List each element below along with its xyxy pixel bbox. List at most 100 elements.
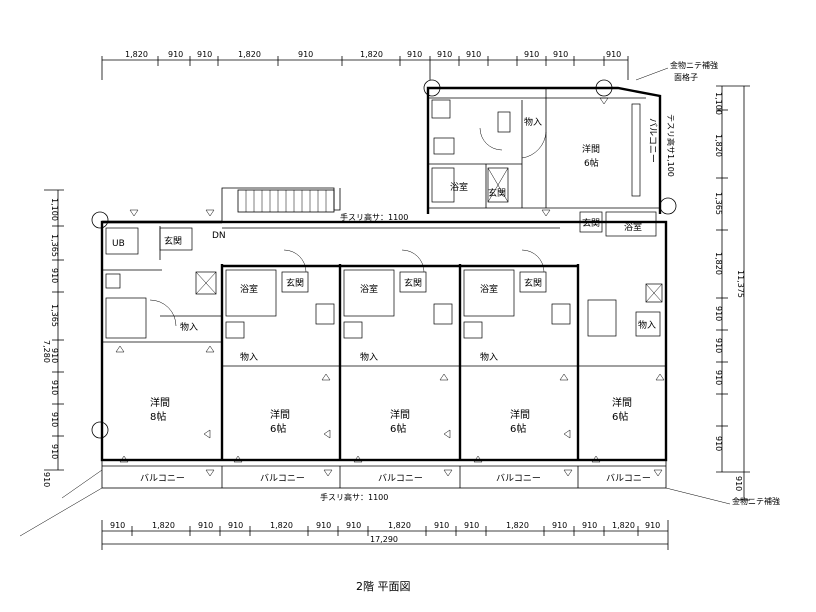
unit3-wet: 浴室 玄関 物入 bbox=[343, 249, 453, 363]
yoma-unit4: 洋間 bbox=[510, 408, 530, 421]
dim-left-1: 1,365 bbox=[50, 234, 59, 257]
yokushitsu-upper: 浴室 bbox=[450, 181, 468, 193]
genkan-upper: 玄関 bbox=[488, 187, 506, 199]
genkan-unit2: 玄関 bbox=[286, 277, 304, 289]
dim-top-6: 910 bbox=[407, 50, 422, 59]
dim-top-0: 1,820 bbox=[125, 50, 148, 59]
top-dimension-line: 1,820 910 910 1,820 910 1,820 910 910 91… bbox=[101, 50, 629, 80]
dim-right-1: 1,820 bbox=[714, 134, 723, 157]
mesh-note: 面格子 bbox=[674, 72, 698, 82]
annotations: 金物ニテ補強 面格子 金物ニテ補強 bbox=[19, 60, 780, 537]
yoma-unit5: 洋間 bbox=[612, 396, 632, 409]
balcony-unit4: バルコニー bbox=[496, 473, 541, 484]
genkan-unit1: 玄関 bbox=[164, 235, 182, 247]
upper-wing: 物入 洋間 6帖 玄関 浴室 バルコニー テスリ高サ1,100 bbox=[428, 88, 676, 209]
dim-right-7: 910 bbox=[714, 436, 723, 451]
dim-right-total: 11,375 bbox=[736, 270, 745, 298]
yokushitsu-unit3: 浴室 bbox=[360, 283, 378, 295]
right-dimension-line: 1,100 1,820 1,365 1,820 910 910 910 910 … bbox=[714, 85, 750, 501]
dim-top-11: 910 bbox=[606, 50, 621, 59]
stair: DN bbox=[212, 187, 341, 241]
dim-bottom-2: 910 bbox=[198, 521, 213, 530]
dim-top-2: 910 bbox=[197, 50, 212, 59]
dn-label: DN bbox=[212, 231, 226, 241]
yokushitsu-unit4: 浴室 bbox=[480, 283, 498, 295]
dim-top-5: 1,820 bbox=[360, 50, 383, 59]
plan-title: 2階 平面図 bbox=[356, 579, 411, 593]
left-dimension-line: 1,100 1,365 910 1,365 7,280 910 910 910 … bbox=[42, 189, 64, 487]
yoma-unit4-size: 6帖 bbox=[510, 422, 526, 435]
dim-right-5: 910 bbox=[714, 338, 723, 353]
western-rooms: 洋間 8帖 洋間 6帖 洋間 6帖 洋間 6帖 洋間 6帖 bbox=[150, 396, 632, 435]
dim-left-3: 1,365 bbox=[50, 304, 59, 327]
monoire-upper: 物入 bbox=[524, 116, 542, 128]
dim-right-3: 1,820 bbox=[714, 252, 723, 275]
balcony-unit2: バルコニー bbox=[260, 473, 305, 484]
dim-left-2: 910 bbox=[50, 268, 59, 283]
monoire-unit4: 物入 bbox=[480, 351, 498, 363]
dim-left-5: 910 bbox=[50, 348, 59, 363]
balcony-unit1: バルコニー bbox=[140, 473, 185, 484]
yoma-unit5-size: 6帖 bbox=[612, 410, 628, 423]
dim-right-4: 910 bbox=[714, 306, 723, 321]
handrail-note-bottom: 手スリ高サ：1100 bbox=[320, 492, 388, 502]
dim-right-6: 910 bbox=[714, 370, 723, 385]
yokushitsu-unit2: 浴室 bbox=[240, 283, 258, 295]
dim-left-7: 910 bbox=[50, 412, 59, 427]
unit4-wet: 浴室 玄関 物入 bbox=[463, 249, 571, 363]
yoma-unit2-size: 6帖 bbox=[270, 422, 286, 435]
kanamono-note-top: 金物ニテ補強 bbox=[670, 60, 718, 70]
left-unit-wet: UB 玄関 物入 bbox=[105, 227, 217, 339]
opening-markers bbox=[115, 97, 665, 477]
yoma-unit3-size: 6帖 bbox=[390, 422, 406, 435]
dim-bottom-4: 1,820 bbox=[270, 521, 293, 530]
dim-left-4: 7,280 bbox=[42, 340, 51, 363]
monoire-unit1: 物入 bbox=[180, 321, 198, 333]
balcony-handrail-note: テスリ高サ1,100 bbox=[666, 114, 676, 177]
dim-bottom-10: 1,820 bbox=[506, 521, 529, 530]
dim-bottom-total: 17,290 bbox=[370, 535, 398, 544]
dim-left-6: 910 bbox=[50, 380, 59, 395]
bottom-dimension-line: 910 1,820 910 910 1,820 910 910 1,820 91… bbox=[101, 520, 669, 550]
dim-bottom-1: 1,820 bbox=[152, 521, 175, 530]
balconies: バルコニー バルコニー バルコニー バルコニー バルコニー bbox=[140, 466, 651, 488]
yoma-upper-size: 6帖 bbox=[584, 157, 599, 169]
balcony-unit3: バルコニー bbox=[378, 473, 423, 484]
dim-bottom-13: 1,820 bbox=[612, 521, 635, 530]
dim-top-3: 1,820 bbox=[238, 50, 261, 59]
monoire-unit2: 物入 bbox=[240, 351, 258, 363]
dim-top-1: 910 bbox=[168, 50, 183, 59]
yoma-unit1: 洋間 bbox=[150, 396, 170, 409]
ub-label: UB bbox=[112, 239, 125, 249]
monoire-unit3: 物入 bbox=[360, 351, 378, 363]
dim-left-9: 910 bbox=[42, 472, 51, 487]
dim-bottom-7: 1,820 bbox=[388, 521, 411, 530]
dim-bottom-8: 910 bbox=[434, 521, 449, 530]
unit5-wet: 玄関 浴室 物入 bbox=[579, 211, 663, 337]
dim-bottom-12: 910 bbox=[582, 521, 597, 530]
genkan-unit4: 玄関 bbox=[524, 277, 542, 289]
column-markers bbox=[91, 79, 677, 439]
dim-top-7: 910 bbox=[437, 50, 452, 59]
yokushitsu-unit5: 浴室 bbox=[624, 221, 642, 233]
dim-top-9: 910 bbox=[524, 50, 539, 59]
dim-left-8: 910 bbox=[50, 444, 59, 459]
dim-bottom-3: 910 bbox=[228, 521, 243, 530]
yoma-upper: 洋間 bbox=[582, 143, 600, 155]
genkan-unit3: 玄関 bbox=[404, 277, 422, 289]
dim-bottom-9: 910 bbox=[464, 521, 479, 530]
unit-walls bbox=[102, 226, 666, 460]
dim-left-0: 1,100 bbox=[50, 198, 59, 221]
dim-bottom-14: 910 bbox=[645, 521, 660, 530]
dim-top-8: 910 bbox=[466, 50, 481, 59]
dim-top-4: 910 bbox=[298, 50, 313, 59]
dim-top-10: 910 bbox=[553, 50, 568, 59]
dim-right-2: 1,365 bbox=[714, 192, 723, 215]
kanamono-note-bottom: 金物ニテ補強 bbox=[732, 496, 780, 506]
balcony-unit5: バルコニー bbox=[606, 473, 651, 484]
dim-right-0: 1,100 bbox=[714, 92, 723, 115]
dim-bottom-11: 910 bbox=[552, 521, 567, 530]
dim-bottom-5: 910 bbox=[316, 521, 331, 530]
genkan-unit5: 玄関 bbox=[582, 217, 600, 229]
